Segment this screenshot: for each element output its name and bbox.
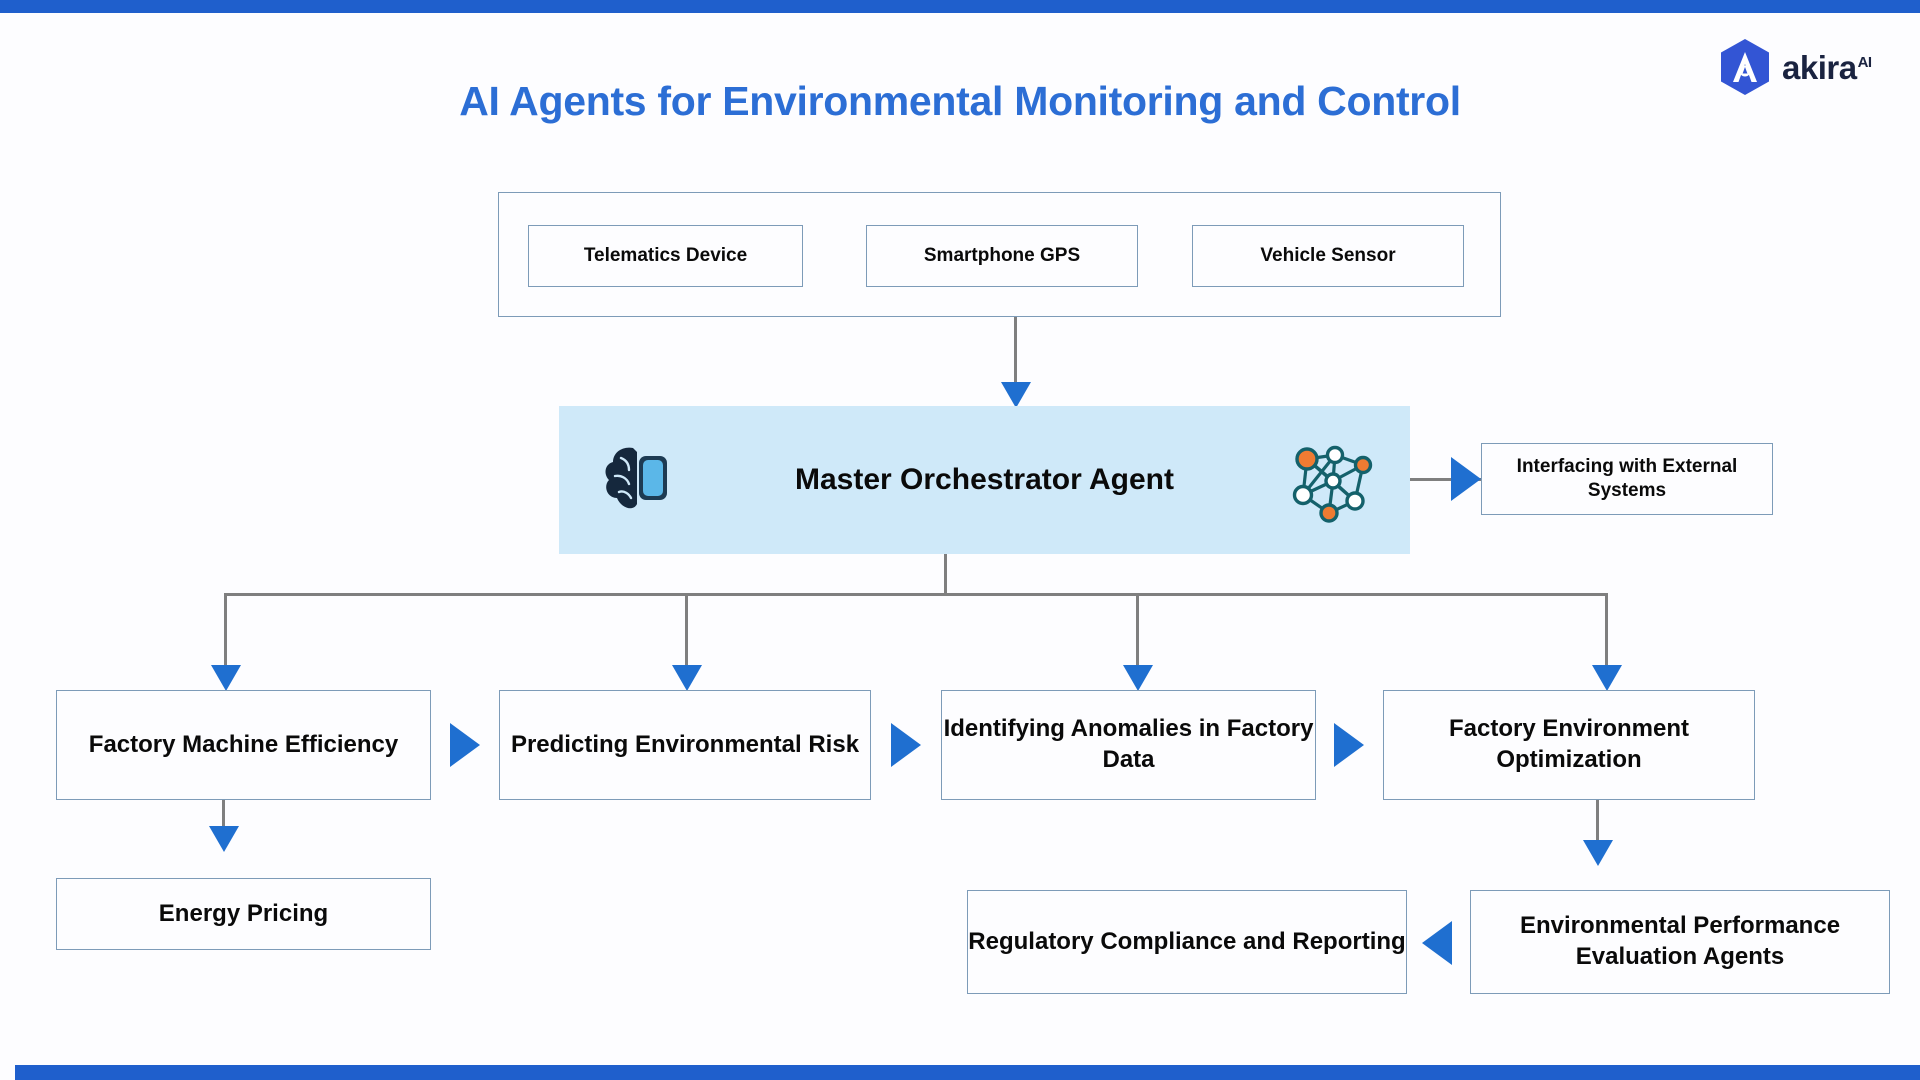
arrow-agent-0-to-1-icon	[450, 723, 480, 767]
source-box-smartphone-gps[interactable]: Smartphone GPS	[866, 225, 1138, 287]
connector-orchestrator-to-external	[1410, 478, 1481, 481]
agent-box-factory-machine-efficiency[interactable]: Factory Machine Efficiency	[56, 690, 431, 800]
top-accent-bar	[0, 0, 1920, 13]
arrow-to-agent-0-icon	[211, 665, 241, 691]
arrow-to-regulatory-compliance-icon	[1422, 921, 1452, 965]
logo-superscript: AI	[1857, 53, 1873, 71]
leaf-box-regulatory-compliance[interactable]: Regulatory Compliance and Reporting	[967, 890, 1407, 994]
agent-box-factory-environment-optimization[interactable]: Factory Environment Optimization	[1383, 690, 1755, 800]
connector-bus-to-agent-2	[1136, 593, 1139, 673]
arrow-to-agent-2-icon	[1123, 665, 1153, 691]
bottom-accent-bar	[15, 1065, 1920, 1080]
arrow-agent-2-to-3-icon	[1334, 723, 1364, 767]
agent-box-identifying-anomalies[interactable]: Identifying Anomalies in Factory Data	[941, 690, 1316, 800]
agent-box-predicting-environmental-risk[interactable]: Predicting Environmental Risk	[499, 690, 871, 800]
leaf-box-environmental-performance[interactable]: Environmental Performance Evaluation Age…	[1470, 890, 1890, 994]
network-graph-icon	[1285, 439, 1377, 524]
arrow-to-agent-3-icon	[1592, 665, 1622, 691]
connector-bus-to-agent-0	[224, 593, 227, 673]
orchestrator-label: Master Orchestrator Agent	[795, 463, 1174, 496]
arrow-sources-to-orchestrator-icon	[1001, 382, 1031, 408]
connector-agents-bus	[224, 593, 1608, 596]
connector-bus-to-agent-3	[1605, 593, 1608, 673]
brain-device-icon	[599, 442, 677, 518]
brand-logo: akiraAI	[1718, 38, 1872, 96]
logo-wordmark: akiraAI	[1782, 51, 1872, 84]
arrow-to-energy-pricing-icon	[209, 826, 239, 852]
connector-orchestrator-stem	[944, 554, 947, 595]
arrow-to-environmental-performance-icon	[1583, 840, 1613, 866]
connector-agent-0-to-energy-pricing	[222, 800, 225, 840]
leaf-box-energy-pricing[interactable]: Energy Pricing	[56, 878, 431, 950]
page-title: AI Agents for Environmental Monitoring a…	[459, 78, 1461, 124]
arrow-orchestrator-to-external-icon	[1451, 457, 1481, 501]
connector-agent-3-to-environmental-performance	[1596, 800, 1599, 860]
logo-name: akira	[1782, 48, 1857, 86]
akira-hexagon-a-icon	[1718, 38, 1772, 96]
arrow-to-agent-1-icon	[672, 665, 702, 691]
connector-bus-to-agent-1	[685, 593, 688, 673]
source-box-vehicle-sensor[interactable]: Vehicle Sensor	[1192, 225, 1464, 287]
master-orchestrator-agent-box[interactable]: Master Orchestrator Agent	[559, 406, 1410, 554]
external-systems-box[interactable]: Interfacing with External Systems	[1481, 443, 1773, 515]
connector-sources-to-orchestrator	[1014, 317, 1017, 389]
arrow-agent-1-to-2-icon	[891, 723, 921, 767]
source-box-telematics-device[interactable]: Telematics Device	[528, 225, 803, 287]
